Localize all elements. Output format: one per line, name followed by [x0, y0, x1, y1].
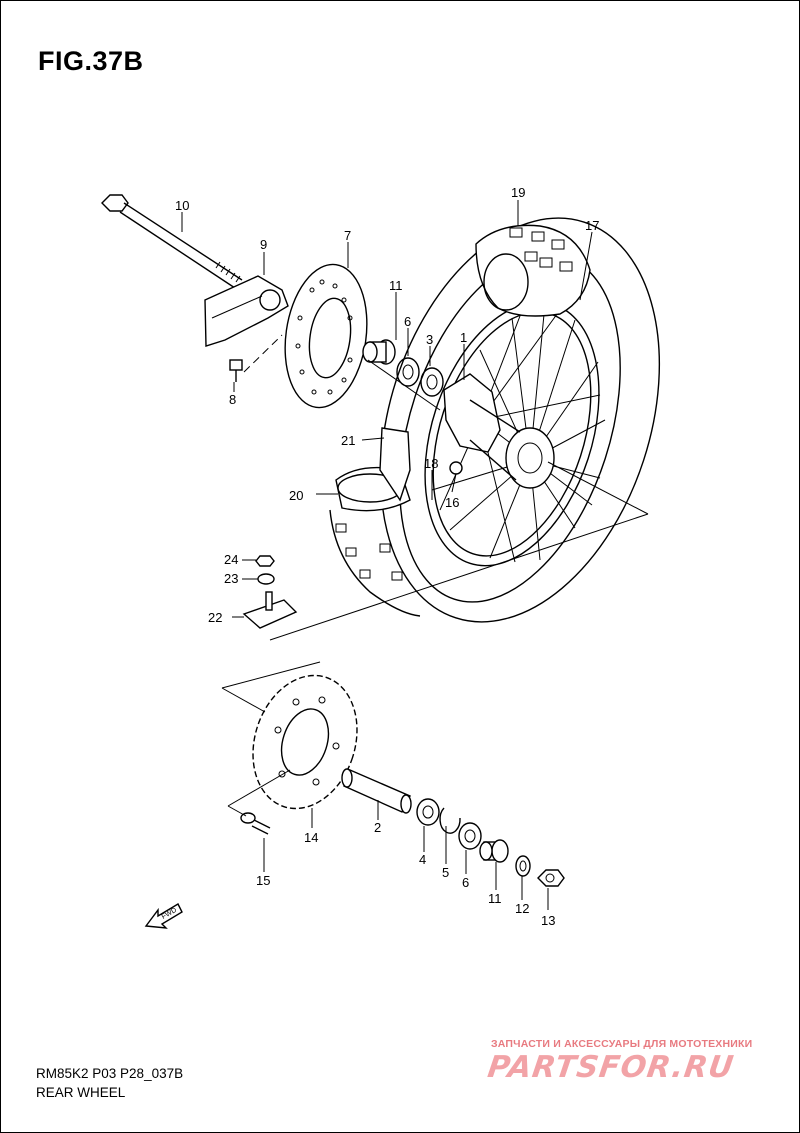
- guide-lines: [221, 359, 649, 817]
- callout-3: 3: [426, 332, 433, 347]
- model-code: RM85K2 P03 P28_037B: [36, 1066, 184, 1081]
- part-bearing-3: [420, 367, 444, 397]
- watermark-logo: PARTSFOR.RU: [485, 1050, 737, 1085]
- part-chain-adjuster: [204, 275, 289, 347]
- callout-24: 24: [224, 552, 238, 567]
- part-nut-13: [537, 869, 565, 887]
- part-bearing-6-left: [396, 357, 420, 387]
- callout-12: 12: [515, 901, 529, 916]
- part-bearing-6-right: [458, 822, 482, 850]
- part-sprocket: [252, 674, 358, 810]
- callout-2: 2: [374, 820, 381, 835]
- callout-21: 21: [341, 433, 355, 448]
- part-bolt-8: [229, 334, 283, 382]
- callout-19: 19: [511, 185, 525, 200]
- part-spacer-11-left: [362, 339, 396, 365]
- leader-lines: [181, 200, 593, 910]
- callout-23: 23: [224, 571, 238, 586]
- callout-5: 5: [442, 865, 449, 880]
- part-bearing-4: [416, 798, 440, 826]
- callout-6-lower: 6: [462, 875, 469, 890]
- part-tire-tread-lower: [329, 509, 421, 617]
- callout-11-upper: 11: [389, 278, 403, 293]
- callout-15: 15: [256, 873, 270, 888]
- part-washer-12: [515, 855, 531, 877]
- part-spacer-11-right: [479, 839, 509, 863]
- callout-17: 17: [585, 218, 599, 233]
- callout-1: 1: [460, 330, 467, 345]
- watermark-tagline: ЗАПЧАСТИ И АКСЕССУАРЫ ДЛЯ МОТОТЕХНИКИ: [491, 1038, 753, 1050]
- part-tube-21: [379, 427, 411, 502]
- part-circlip-5: [439, 807, 461, 834]
- part-valve-22: [242, 591, 298, 629]
- callout-10: 10: [175, 198, 189, 213]
- part-brake-disc: [284, 263, 368, 409]
- callout-11-lower: 11: [488, 891, 502, 906]
- fwd-arrow-icon: FWD: [144, 903, 183, 929]
- part-valve-nut-24: [255, 555, 275, 567]
- callout-18: 18: [424, 456, 438, 471]
- part-axle: [101, 194, 243, 291]
- callout-4: 4: [419, 852, 426, 867]
- callout-20: 20: [289, 488, 303, 503]
- part-washer-23: [257, 573, 275, 585]
- callout-6-upper: 6: [404, 314, 411, 329]
- callout-16: 16: [445, 495, 459, 510]
- part-hub: [443, 373, 555, 489]
- callout-8: 8: [229, 392, 236, 407]
- part-rim-spokes: [424, 301, 606, 567]
- callout-9: 9: [260, 237, 267, 252]
- callout-14: 14: [304, 830, 318, 845]
- callout-13: 13: [541, 913, 555, 928]
- figure-title: FIG.37B: [38, 46, 144, 76]
- callout-7: 7: [344, 228, 351, 243]
- callout-22: 22: [208, 610, 222, 625]
- part-tire-section-19: [475, 224, 591, 317]
- part-bolt-15: [240, 812, 271, 835]
- part-spacer-2: [341, 768, 412, 814]
- diagram-name: REAR WHEEL: [36, 1085, 126, 1100]
- part-nut-18: [449, 461, 463, 475]
